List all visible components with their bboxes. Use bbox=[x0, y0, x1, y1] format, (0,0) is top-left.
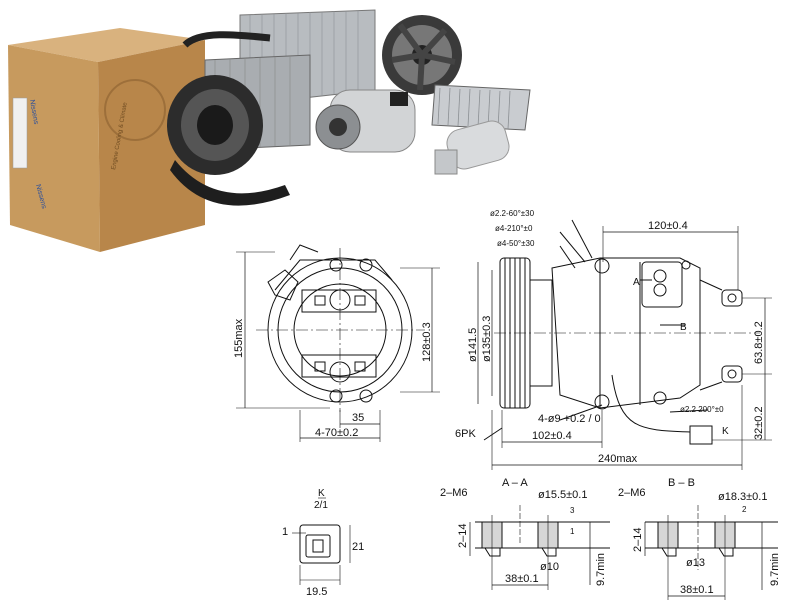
front-dim-35: 35 bbox=[352, 412, 364, 424]
side-dim-63: 63.8±0.2 bbox=[753, 321, 765, 364]
receiver-drier-part bbox=[434, 120, 510, 175]
box-brand-side: Nissens bbox=[28, 99, 39, 125]
front-dim-4-70: 4-70±0.2 bbox=[315, 427, 358, 439]
side-dim-32: 32±0.2 bbox=[753, 406, 765, 440]
section-bb-dist: 38±0.1 bbox=[680, 584, 714, 596]
section-aa-num3: 3 bbox=[570, 506, 575, 515]
side-callout-2: ø4-210°±0 bbox=[495, 224, 533, 233]
connector-dim-19-5: 19.5 bbox=[306, 586, 327, 598]
heater-core-part bbox=[431, 84, 531, 131]
connector-dim-21: 21 bbox=[352, 541, 364, 553]
section-bb-left-dim: 2–14 bbox=[632, 528, 644, 552]
ac-compressor-part bbox=[315, 89, 416, 153]
connector-detail bbox=[292, 497, 351, 585]
packaging-box: Nissens Nissens Engine Cooling & Climate bbox=[8, 28, 205, 252]
blower-motor-part bbox=[167, 75, 290, 206]
section-bb-dia: ø18.3±0.1 bbox=[718, 491, 767, 503]
side-top-120: 120±0.4 bbox=[648, 220, 688, 232]
section-aa-min: 9.7min bbox=[595, 553, 607, 586]
side-label-b: B bbox=[680, 322, 687, 333]
side-label-a: A bbox=[633, 277, 640, 288]
section-bb-num2: 2 bbox=[742, 505, 747, 514]
section-bb-title: B – B bbox=[668, 477, 695, 489]
side-holes: 4-ø9 +0.2 / 0 bbox=[538, 413, 601, 425]
side-length-240: 240max bbox=[598, 453, 638, 465]
side-callout-wire: ø2.2 200°±0 bbox=[680, 405, 724, 414]
section-aa-dist: 38±0.1 bbox=[505, 573, 539, 585]
section-aa-thread: 2–M6 bbox=[440, 487, 468, 499]
front-inner-height-dim: 128±0.3 bbox=[421, 322, 433, 362]
side-callout-1: ø2.2-60°±30 bbox=[490, 209, 535, 218]
section-bb-min: 9.7min bbox=[769, 553, 781, 586]
side-dia-141: ø141.5 bbox=[467, 328, 479, 362]
connector-title-k: K bbox=[318, 488, 325, 499]
section-aa-num1: 1 bbox=[570, 527, 575, 536]
side-dia-135: ø135±0.3 bbox=[481, 316, 493, 362]
side-callout-3: ø4-50°±30 bbox=[497, 239, 535, 248]
side-view bbox=[477, 219, 772, 470]
front-view bbox=[236, 244, 440, 442]
connector-dim-1: 1 bbox=[282, 526, 288, 538]
product-photo: Nissens Nissens Engine Cooling & Climate bbox=[8, 9, 531, 252]
connector-ratio: 2/1 bbox=[314, 500, 328, 511]
section-aa-dia: ø15.5±0.1 bbox=[538, 489, 587, 501]
section-bb-d13: ø13 bbox=[686, 557, 705, 569]
side-dim-102: 102±0.4 bbox=[532, 430, 572, 442]
front-height-dim: 155max bbox=[233, 318, 245, 358]
side-belt-6pk: 6PK bbox=[455, 428, 476, 440]
section-aa-left-dim: 2–14 bbox=[457, 524, 469, 548]
section-bb bbox=[644, 505, 778, 600]
side-label-k: K bbox=[722, 426, 729, 437]
section-aa-d10: ø10 bbox=[540, 561, 559, 573]
section-aa-title: A – A bbox=[502, 477, 528, 489]
section-bb-thread: 2–M6 bbox=[618, 487, 646, 499]
radiator-fan-part bbox=[382, 15, 462, 95]
section-aa bbox=[469, 505, 610, 590]
